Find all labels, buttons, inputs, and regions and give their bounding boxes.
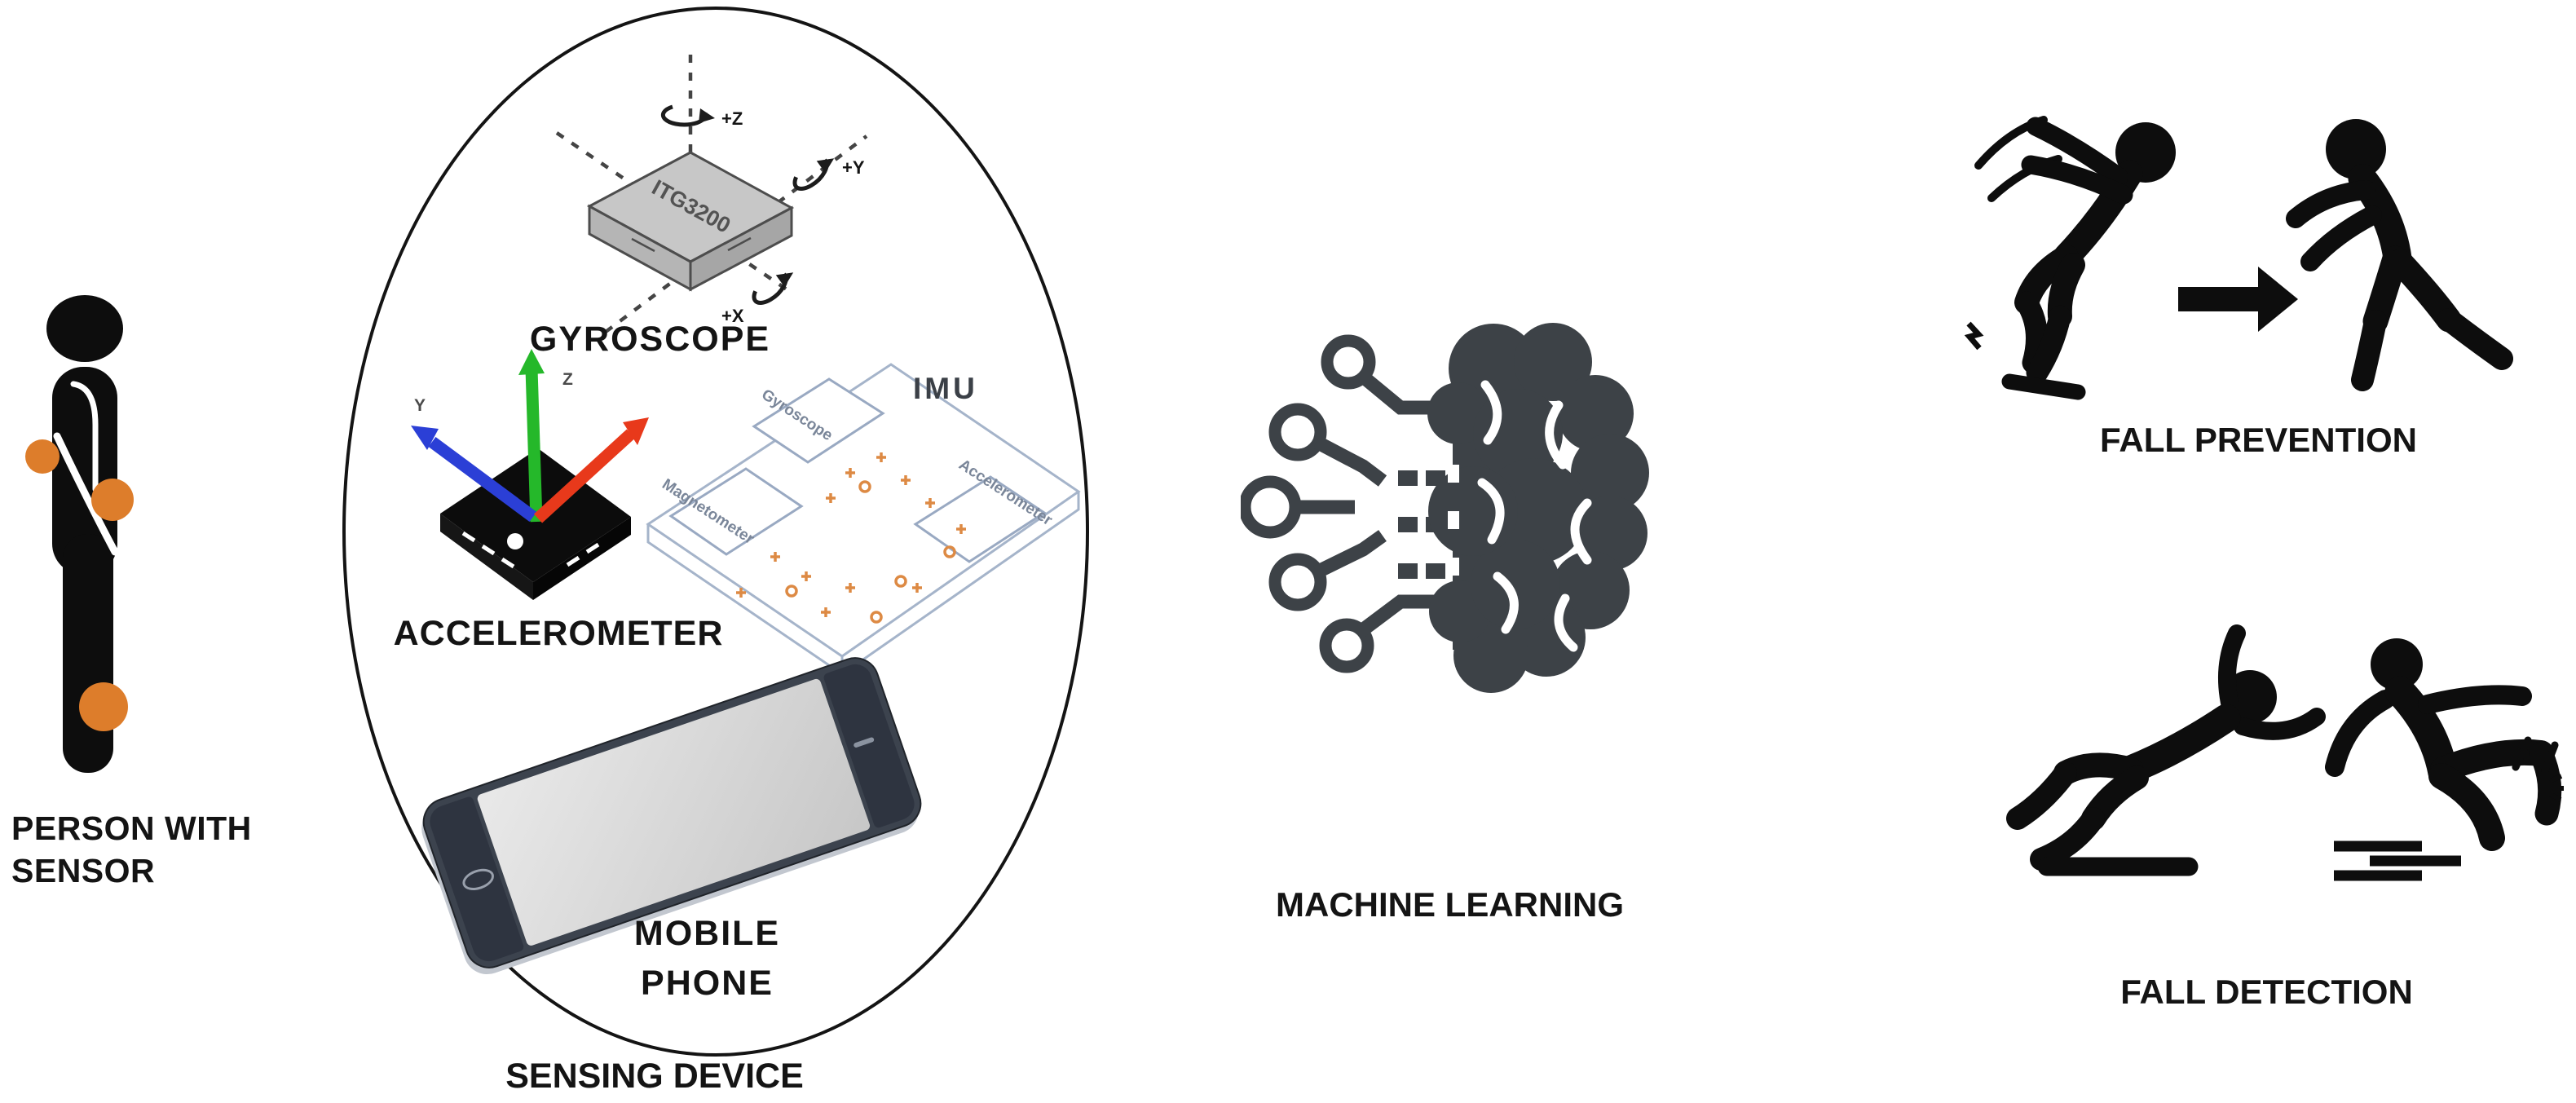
accel-axis-y-label: Y	[414, 396, 426, 415]
sensing-device-label: SENSING DEVICE	[505, 1057, 804, 1096]
mobile-phone-label: MOBILE PHONE	[633, 914, 781, 1004]
falling-person-icon	[1964, 116, 2176, 400]
recovering-person-icon	[2286, 119, 2513, 391]
machine-learning-label: MACHINE LEARNING	[1276, 885, 1624, 924]
imu-label: IMU	[913, 372, 978, 405]
machine-learning-brain-circuit-icon	[1241, 323, 1649, 693]
phone-speaker-icon	[853, 736, 875, 748]
imu-trace-marks	[736, 452, 966, 624]
gyroscope-label: GYROSCOPE	[529, 320, 771, 359]
fall-detection-icon	[2006, 624, 2564, 881]
accelerometer-label: ACCELEROMETER	[393, 614, 724, 653]
person-with-sensor-icon	[25, 295, 134, 773]
phone-home-button-icon	[459, 865, 497, 894]
gyro-axis-x-label: +X	[721, 306, 744, 326]
gyro-axis-z-label: +Z	[721, 108, 743, 129]
accel-axis-z-label: Z	[562, 370, 573, 389]
gyro-axis-y-label: +Y	[842, 157, 865, 178]
slipping-person-icon	[2325, 638, 2564, 881]
fallen-person-icon	[2006, 624, 2326, 876]
fall-prevention-icon	[1964, 116, 2513, 400]
accelerometer-diagram-icon: Y Z	[411, 349, 649, 600]
fall-prevention-label: FALL PREVENTION	[2100, 421, 2417, 459]
sensor-dot-icon	[79, 682, 128, 731]
fall-detection-label: FALL DETECTION	[2120, 973, 2413, 1011]
sensor-dot-icon	[91, 479, 134, 521]
right-arrow-icon	[2178, 267, 2298, 332]
sensor-dot-icon	[25, 439, 60, 474]
gyroscope-diagram-icon: ITG3200 +Z +Y +X	[555, 55, 868, 333]
sensing-device-ellipse	[342, 7, 1089, 1057]
person-with-sensor-label: PERSON WITH SENSOR	[11, 810, 252, 890]
imu-board-icon: Gyroscope Magnetometer Accelerometer	[646, 363, 1081, 676]
